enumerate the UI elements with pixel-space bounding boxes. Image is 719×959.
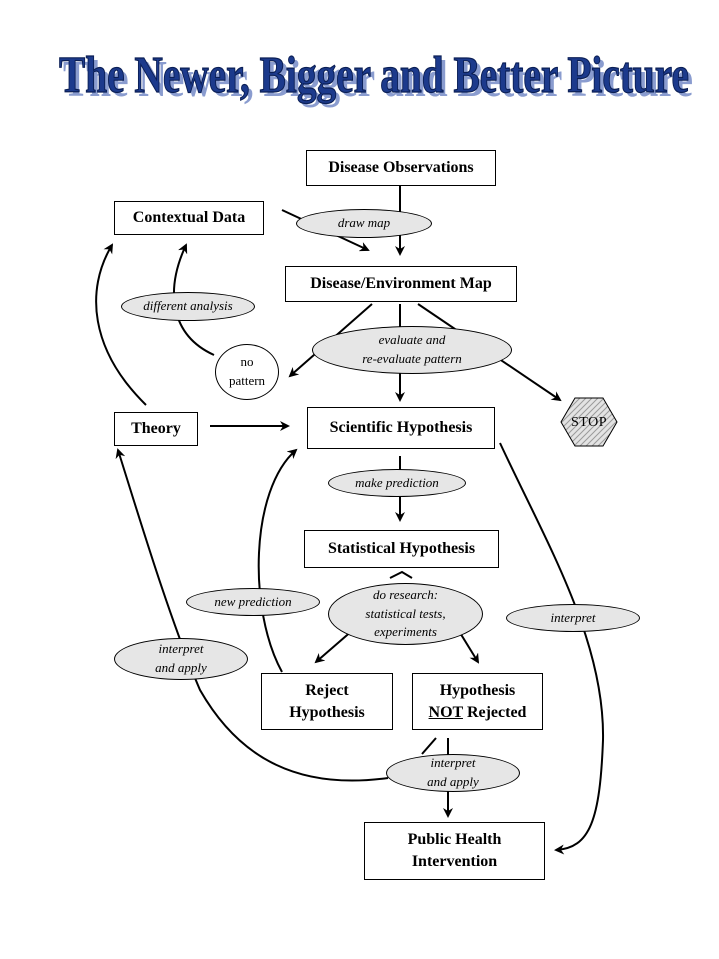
node-no-pattern: no pattern (215, 344, 279, 400)
label-make-prediction: make prediction (328, 469, 466, 497)
label-interpret-apply-bottom: interpret and apply (386, 754, 520, 792)
arrow-notrejected-to-theory (115, 448, 389, 782)
arrow-research-fork (389, 570, 413, 579)
label-different-analysis: different analysis (121, 292, 255, 321)
label-evaluate-pattern: evaluate and re-evaluate pattern (312, 326, 512, 374)
label-do-research: do research: statistical tests, experime… (328, 583, 483, 645)
arrow-notrejected-out-a (421, 737, 437, 755)
node-disease-observations: Disease Observations (306, 150, 496, 186)
node-public-health-intervention: Public Health Intervention (364, 822, 545, 880)
arrow-scientific-to-intervention (499, 442, 605, 855)
arrow-reject-to-scientific (257, 448, 298, 673)
node-hypothesis-not-rejected: Hypothesis NOT Rejected (412, 673, 543, 730)
title-graphic: The Newer, Bigger and Better Picture The… (58, 46, 693, 108)
node-statistical-hypothesis: Statistical Hypothesis (304, 530, 499, 568)
arrow-theory-to-context (95, 243, 147, 406)
node-theory: Theory (114, 412, 198, 446)
label-interpret-apply-left: interpret and apply (114, 638, 248, 680)
stop-hexagon (560, 397, 618, 447)
stop-label: STOP (571, 415, 607, 430)
not-rejected-line1: Hypothesis (439, 681, 516, 699)
title-shadow: The Newer, Bigger and Better Picture (63, 51, 693, 108)
node-disease-environment-map: Disease/Environment Map (285, 266, 517, 302)
label-draw-map: draw map (296, 209, 432, 238)
not-rejected-line2: NOT Rejected (429, 702, 527, 724)
title-text: The Newer, Bigger and Better Picture (59, 47, 689, 104)
not-word: NOT (428, 703, 463, 721)
node-scientific-hypothesis: Scientific Hypothesis (307, 407, 495, 449)
node-contextual-data: Contextual Data (114, 201, 264, 235)
node-reject-hypothesis: Reject Hypothesis (261, 673, 393, 730)
label-new-prediction: new prediction (186, 588, 320, 616)
rejected-word: Rejected (462, 703, 527, 721)
label-interpret-right: interpret (506, 604, 640, 632)
